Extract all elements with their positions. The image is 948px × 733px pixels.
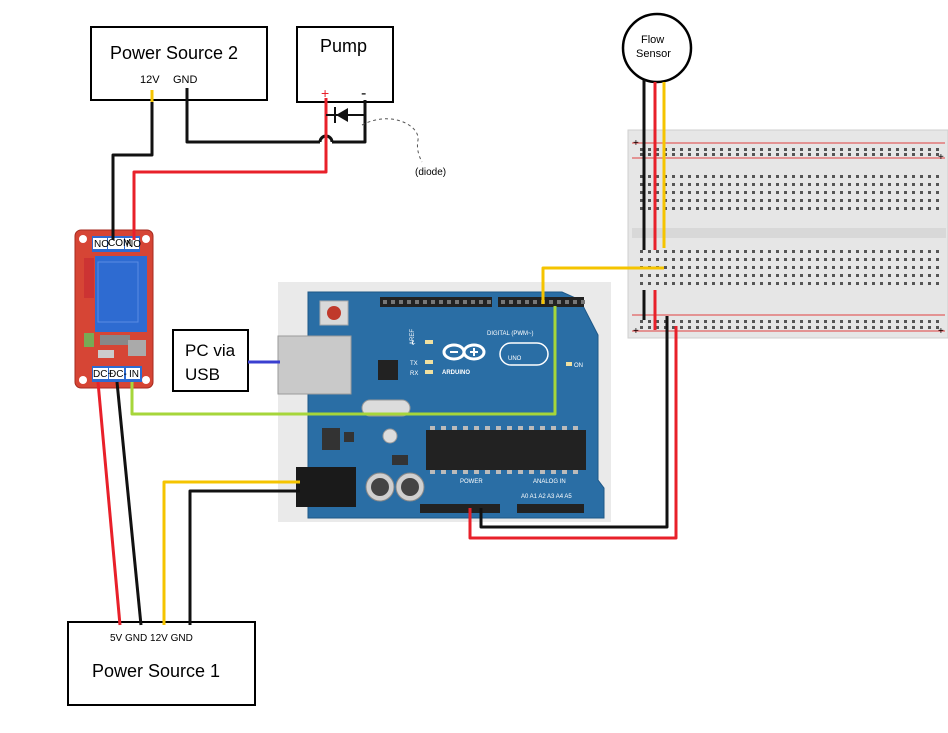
pc-usb-box: PC via USB [172, 329, 249, 392]
wire-ps2-12v-to-relay-com [111, 90, 154, 240]
analog-pin-labels: A0 A1 A2 A3 A4 A5 [521, 494, 572, 500]
wire-relay-dc-plus [96, 381, 122, 626]
wire-arduino-gnd-to-breadboard [479, 316, 669, 529]
power-source-2-box: Power Source 2 12V GND [90, 26, 268, 101]
wire-relay-dc-minus [115, 381, 143, 626]
pc-usb-line2: USB [185, 365, 220, 384]
diode-icon [336, 108, 348, 122]
uno-label: UNO [508, 356, 522, 362]
flow-sensor-line1: Flow [641, 34, 664, 46]
wire-to-pump-minus [332, 100, 367, 144]
usb-port [277, 335, 352, 395]
arduino-uno-board: DIGITAL (PWM~) AREF L TX RX ARDUINO UNO … [277, 282, 611, 522]
pc-usb-line1: PC via [185, 341, 236, 360]
power-source-1-title: Power Source 1 [92, 661, 220, 681]
svg-text:+: + [938, 152, 944, 163]
on-led-label: ON [574, 363, 583, 369]
wire-ps2-gnd [185, 88, 320, 144]
digital-label: DIGITAL (PWM~) [487, 331, 534, 337]
wires [96, 80, 678, 626]
breadboard-holes [640, 148, 939, 329]
pump-box: Pump + - [296, 26, 394, 103]
wire-relay-in-to-arduino [130, 306, 557, 416]
arduino-logo: ARDUINO [442, 343, 486, 376]
l-led-label: L [412, 340, 416, 346]
reset-button [327, 306, 341, 320]
digital-header-left [380, 297, 492, 307]
analog-header [517, 504, 584, 513]
relay-module: NO COM NO DC+ DC- IN [74, 229, 154, 389]
pump-title: Pump [320, 36, 367, 56]
relay-com-label: COM [108, 238, 131, 249]
rx-led-label: RX [410, 371, 418, 377]
wire-arduino-5v-to-breadboard [468, 326, 678, 540]
power-label: POWER [460, 479, 483, 485]
wire-ps1-12v-to-jack [162, 480, 300, 625]
svg-text:+: + [938, 326, 944, 337]
dc-barrel-jack [296, 467, 356, 507]
power-source-2-gnd: GND [173, 74, 198, 86]
diode-pointer [361, 118, 423, 163]
power-header [420, 504, 500, 513]
aref-label: AREF [410, 329, 416, 345]
atmega-chip [426, 430, 586, 470]
diode-label: (diode) [415, 167, 446, 178]
svg-text:+: + [633, 326, 639, 337]
breadboard: + + + + [627, 129, 948, 339]
relay-dc-minus-label: DC- [109, 369, 127, 380]
flow-sensor-line2: Sensor [636, 48, 671, 60]
relay-in-label: IN [129, 369, 139, 380]
relay-dc-plus-label: DC+ [93, 369, 113, 380]
svg-text:ARDUINO: ARDUINO [442, 370, 470, 376]
power-source-2-title: Power Source 2 [110, 43, 238, 63]
wire-ps1-gnd-to-jack [188, 489, 300, 625]
relay-body [95, 256, 147, 332]
analog-in-label: ANALOG IN [533, 479, 566, 485]
power-source-1-box: 5V GND 12V GND Power Source 1 [67, 621, 256, 706]
pump-plus: + [321, 85, 329, 101]
wire-sensor-signal-to-arduino [541, 266, 664, 304]
relay-no-right-label: NO [126, 239, 141, 250]
relay-no-left-label: NO [94, 239, 109, 250]
flow-sensor: Flow Sensor [621, 12, 693, 84]
wire-relay-no-to-pump-plus [132, 98, 328, 240]
power-source-1-pins: 5V GND 12V GND [110, 633, 193, 644]
pump-minus: - [361, 85, 366, 102]
power-source-2-12v: 12V [140, 74, 160, 86]
tx-led-label: TX [410, 361, 418, 367]
svg-text:+: + [633, 138, 639, 149]
